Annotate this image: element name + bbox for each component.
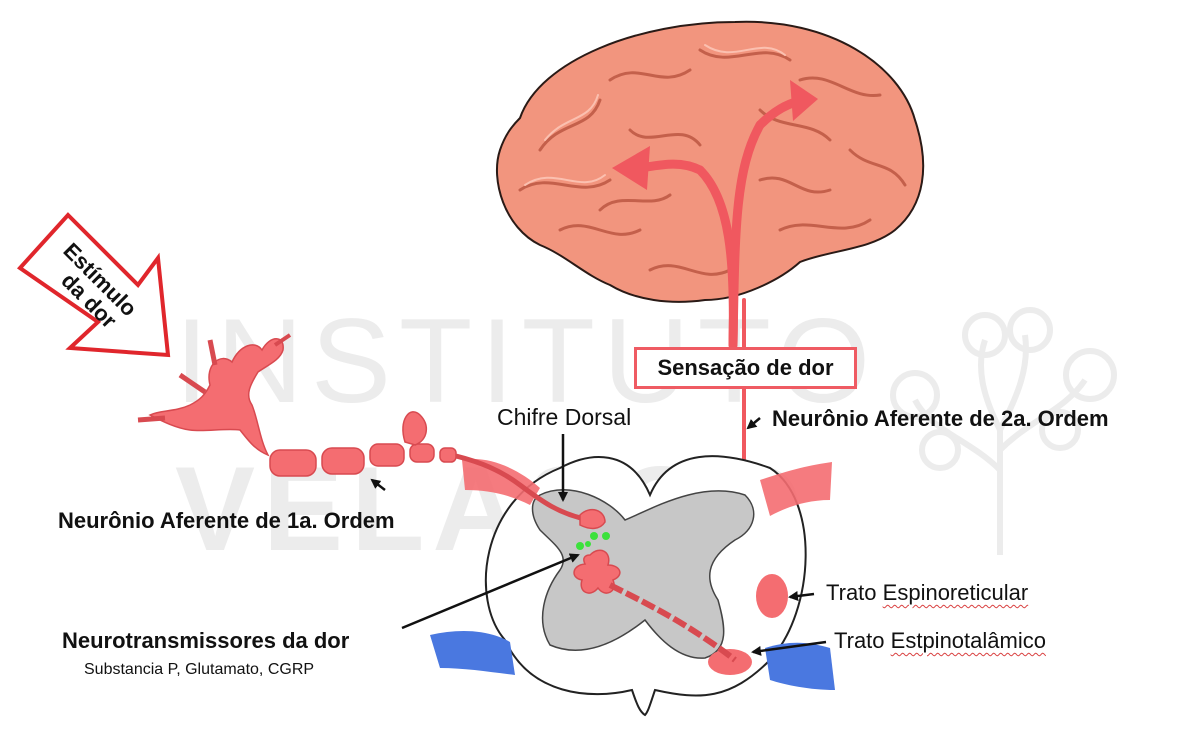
left-arrowhead-icon (612, 146, 650, 190)
pointer-arrows (370, 417, 827, 656)
neuronio-1a-ordem-label: Neurônio Aferente de 1a. Ordem (58, 508, 395, 533)
second-order-neuron-icon (573, 549, 737, 663)
right-arrowhead-icon (790, 80, 818, 121)
trato-espinoreticular-label: Trato Espinoreticular (826, 580, 1029, 605)
neurotransmitter-dots (576, 532, 610, 550)
trato-espinotalamico-label: Trato Estpinotalâmico (834, 628, 1046, 653)
espinoreticular-tract-icon (756, 574, 788, 618)
tree-logo-icon (890, 307, 1117, 555)
stimulus-arrow (16, 212, 171, 358)
brain-icon (495, 20, 925, 303)
spinal-cord (430, 455, 835, 717)
espinotalamico-word: Estpinotalâmico (890, 628, 1046, 653)
neuronio-2a-ordem-label: Neurônio Aferente de 2a. Ordem (772, 406, 1109, 431)
first-order-neuron-icon (137, 333, 606, 530)
substancias-label: Substancia P, Glutamato, CGRP (84, 661, 315, 678)
chifre-dorsal-label: Chifre Dorsal (497, 404, 632, 430)
neurotransmissores-label: Neurotransmissores da dor (62, 628, 350, 653)
espinotalamico-tract-icon (708, 649, 752, 675)
espinoreticular-word: Espinoreticular (882, 580, 1029, 605)
sensacao-de-dor-box: Sensação de dor (634, 347, 857, 389)
sensacao-de-dor-label: Sensação de dor (657, 355, 834, 380)
